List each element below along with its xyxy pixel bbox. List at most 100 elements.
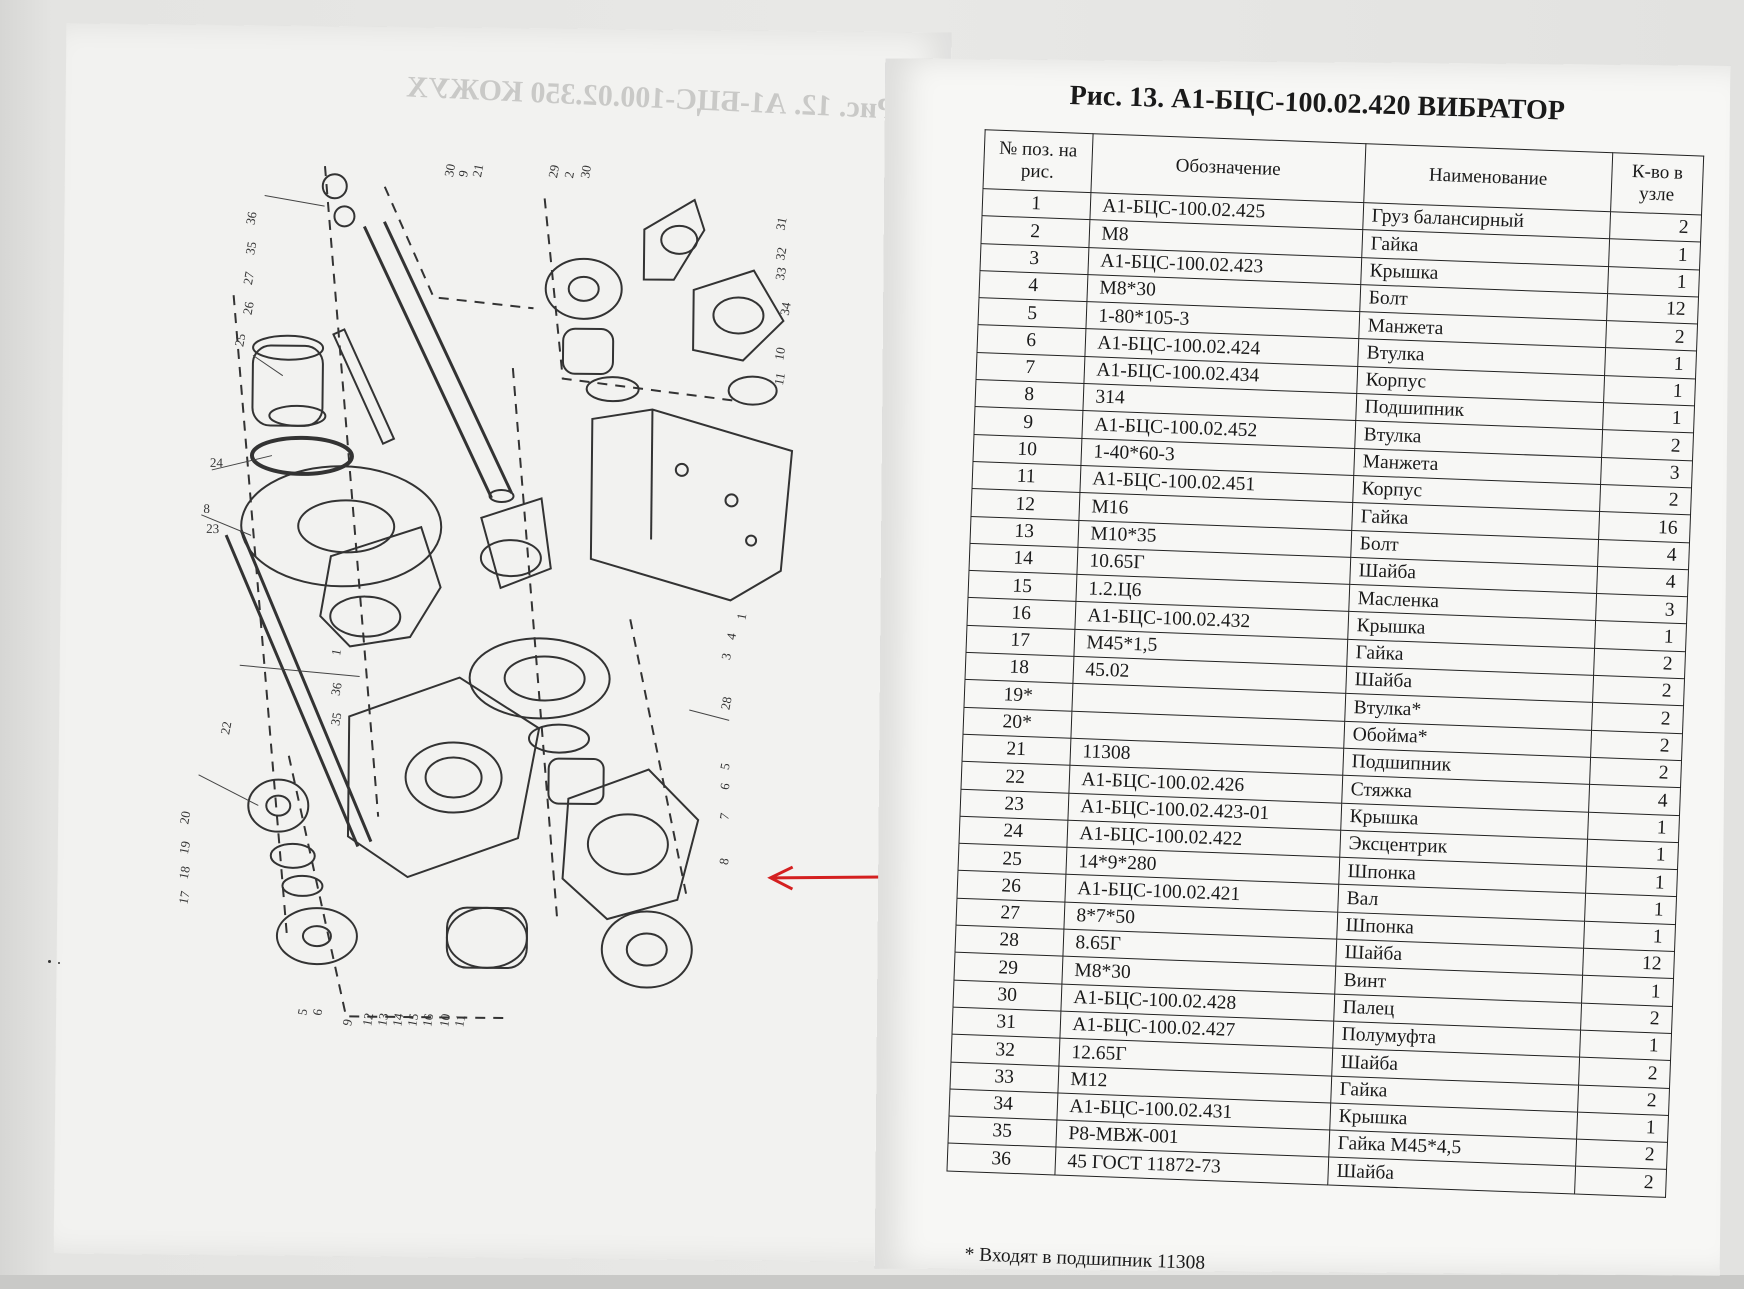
cell-num: 31: [951, 1007, 1061, 1039]
cell-num: 20*: [962, 706, 1072, 739]
cell-qty: 4: [1596, 566, 1689, 597]
svg-text:18: 18: [176, 865, 193, 881]
cell-qty: 1: [1581, 975, 1674, 1007]
svg-text:19: 19: [176, 840, 193, 856]
figure-title: Рис. 13. А1-БЦС-100.02.420 ВИБРАТОР: [1069, 79, 1566, 127]
cell-qty: 12: [1606, 293, 1699, 325]
cell-qty: 2: [1575, 1139, 1668, 1170]
svg-text:36: 36: [243, 210, 260, 226]
cell-num: 23: [959, 788, 1069, 821]
header-name: Наименование: [1363, 143, 1613, 212]
svg-text:15: 15: [404, 1012, 421, 1028]
cell-qty: 2: [1609, 211, 1702, 243]
svg-text:7: 7: [716, 811, 732, 821]
svg-text:23: 23: [206, 521, 219, 536]
svg-text:4: 4: [723, 631, 739, 641]
cell-num: 22: [960, 761, 1070, 793]
cell-qty: 1: [1608, 238, 1701, 270]
cell-qty: 2: [1589, 757, 1682, 788]
header-num: № поз. на рис.: [983, 129, 1093, 193]
svg-text:3: 3: [718, 652, 734, 661]
cell-num: 7: [975, 352, 1085, 384]
cell-qty: 2: [1605, 320, 1698, 352]
cell-qty: 1: [1587, 811, 1680, 843]
cell-num: 14: [968, 543, 1078, 575]
cell-qty: 1: [1576, 1111, 1669, 1143]
cell-qty: 1: [1583, 920, 1676, 952]
cell-qty: 12: [1582, 948, 1675, 979]
svg-text:27: 27: [240, 270, 257, 286]
cell-num: 27: [955, 897, 1065, 930]
svg-text:6: 6: [309, 1007, 325, 1017]
svg-text:22: 22: [217, 720, 234, 736]
cell-qty: 4: [1597, 539, 1690, 570]
svg-text:13: 13: [374, 1012, 391, 1028]
cell-num: 13: [969, 516, 1079, 548]
cell-qty: 2: [1599, 484, 1692, 516]
svg-text:34: 34: [777, 300, 794, 316]
cell-qty: 2: [1593, 648, 1686, 679]
svg-text:8: 8: [203, 501, 210, 516]
svg-text:24: 24: [210, 455, 224, 470]
cell-num: 3: [979, 243, 1089, 275]
svg-text:36: 36: [328, 681, 345, 697]
svg-text:25: 25: [231, 332, 248, 348]
cell-num: 2: [980, 215, 1090, 248]
svg-text:10: 10: [771, 346, 788, 362]
right-page: Рис. 13. А1-БЦС-100.02.420 ВИБРАТОР № по…: [874, 58, 1731, 1276]
cell-num: 32: [950, 1034, 1060, 1066]
svg-text:30: 30: [577, 164, 594, 180]
cell-num: 12: [970, 488, 1080, 520]
cell-num: 1: [982, 188, 1091, 220]
cell-qty: 1: [1602, 402, 1695, 434]
cell-qty: 1: [1586, 839, 1679, 870]
cell-num: 8: [974, 379, 1084, 411]
cell-qty: 1: [1604, 348, 1697, 379]
svg-text:16: 16: [419, 1012, 436, 1028]
parts-table: № поз. на рис. Обозначение Наименование …: [946, 129, 1704, 1198]
cell-qty: 1: [1584, 893, 1677, 925]
cell-qty: 1: [1603, 375, 1696, 406]
cell-num: 35: [947, 1116, 1057, 1148]
cell-num: 21: [961, 734, 1071, 766]
svg-text:12: 12: [359, 1012, 376, 1028]
svg-text:35: 35: [327, 711, 344, 727]
svg-text:9: 9: [339, 1018, 355, 1027]
svg-text:31: 31: [773, 216, 790, 232]
cell-num: 26: [956, 870, 1066, 902]
cell-num: 36: [946, 1143, 1056, 1175]
table-footnote: * Входят в подшипник 11308: [964, 1244, 1206, 1274]
svg-text:14: 14: [389, 1011, 406, 1027]
svg-text:21: 21: [469, 163, 486, 179]
cell-qty: 2: [1590, 729, 1683, 761]
cell-num: 17: [965, 625, 1075, 657]
cell-num: 15: [967, 570, 1077, 602]
svg-text:10: 10: [436, 1012, 453, 1028]
svg-text:30: 30: [441, 162, 458, 178]
svg-text:9: 9: [455, 169, 471, 178]
svg-text:26: 26: [240, 300, 257, 316]
svg-text:11: 11: [771, 371, 788, 386]
cell-qty: 4: [1588, 784, 1681, 816]
header-designation: Обозначение: [1090, 133, 1366, 203]
cell-num: 6: [976, 325, 1086, 357]
cell-qty: 1: [1607, 266, 1700, 297]
svg-text:6: 6: [717, 781, 733, 791]
cell-num: 11: [971, 461, 1081, 493]
scan-speck: [48, 960, 51, 963]
cell-num: 18: [964, 652, 1074, 684]
svg-text:17: 17: [175, 889, 192, 905]
cell-qty: 3: [1595, 593, 1688, 625]
cell-qty: 1: [1585, 866, 1678, 897]
cell-num: 30: [952, 979, 1062, 1011]
parts-table-wrapper: № поз. на рис. Обозначение Наименование …: [946, 129, 1704, 1198]
cell-qty: 3: [1600, 457, 1693, 488]
cell-num: 28: [954, 925, 1064, 957]
svg-text:2: 2: [561, 170, 577, 179]
svg-text:1: 1: [328, 648, 344, 657]
cell-num: 9: [973, 406, 1083, 439]
cell-qty: 1: [1579, 1030, 1672, 1061]
scan-speck: [58, 962, 60, 964]
svg-text:1: 1: [733, 612, 749, 621]
